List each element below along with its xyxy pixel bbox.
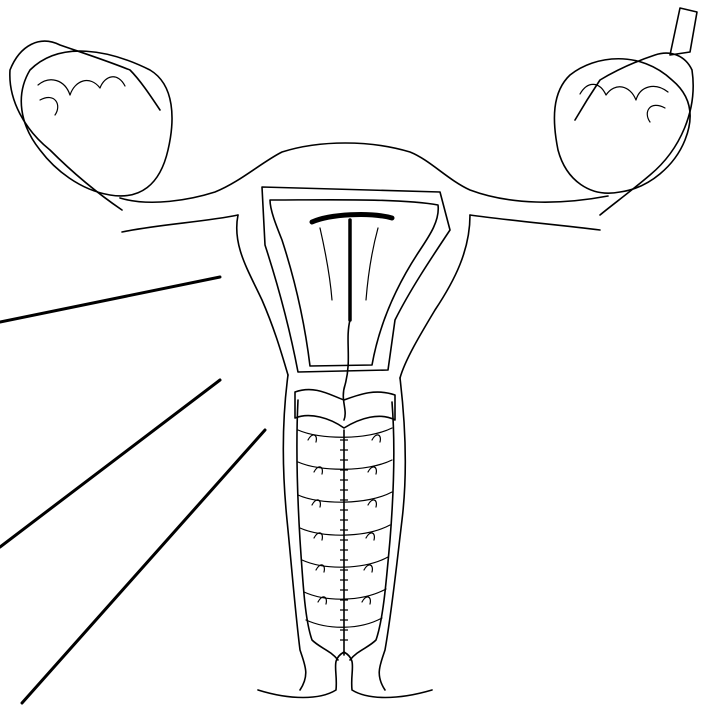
left-ovary-fimbriae — [38, 77, 125, 115]
midline-hatching — [340, 440, 348, 640]
vagina-right-wall — [379, 378, 405, 690]
labia — [258, 652, 432, 698]
vagina-left-wall — [283, 375, 305, 690]
vaginal-rugae — [298, 428, 392, 627]
right-ovary — [554, 59, 690, 193]
iud-string — [343, 320, 350, 420]
vagina-inner-left — [297, 400, 338, 660]
left-infundibulum — [10, 41, 160, 210]
left-ovary — [21, 51, 172, 196]
label-pointer-line — [0, 380, 220, 547]
uterine-cavity-inner — [270, 200, 438, 366]
vagina-inner-right — [350, 402, 394, 660]
left-fallopian-tube-outer — [120, 143, 608, 202]
tube-lower-contour — [122, 215, 600, 232]
iud-arms — [312, 215, 392, 222]
uterus-outer-wall — [237, 215, 470, 378]
right-ovarian-ligament — [670, 8, 697, 55]
label-pointer-line — [22, 430, 265, 703]
label-pointer-line — [0, 277, 220, 322]
